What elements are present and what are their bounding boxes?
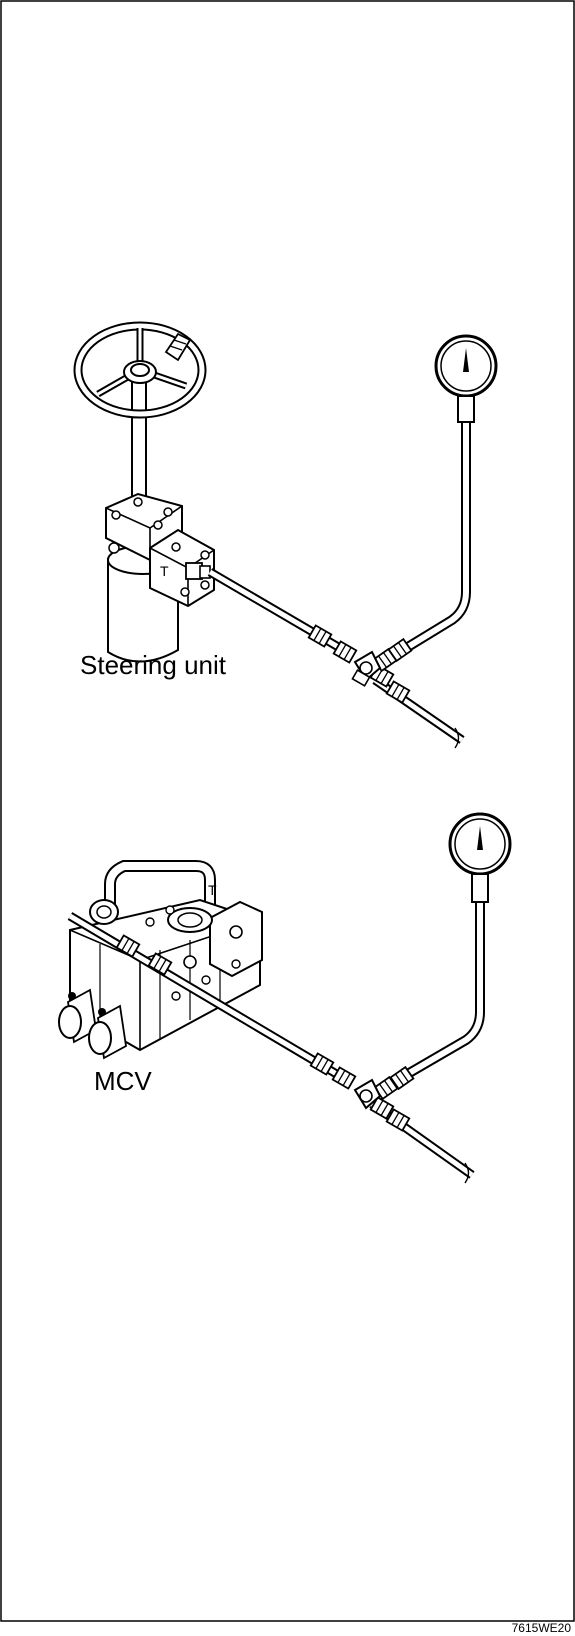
pressure-gauge-upper: [434, 334, 498, 423]
steering-wheel: [73, 321, 207, 419]
mcv-port-t-label: T: [208, 882, 217, 898]
upper-hose-system: [207, 420, 471, 749]
mcv-assembly: T MCV: [58, 860, 263, 1096]
mcv-spool-left: [58, 988, 97, 1044]
steering-unit-label: Steering unit: [80, 650, 227, 680]
steering-port-t-label: T: [160, 563, 169, 579]
steering-unit-assembly: T Steering unit: [73, 321, 227, 680]
steering-column: [131, 381, 147, 513]
pressure-gauge-lower: [448, 812, 512, 903]
steering-unit-body: T: [105, 492, 215, 663]
lower-hose-system: [67, 900, 485, 1184]
mcv-spool-right: [88, 1004, 127, 1060]
mcv-label: MCV: [94, 1066, 152, 1096]
figure-code: 7615WE20: [512, 1621, 572, 1635]
